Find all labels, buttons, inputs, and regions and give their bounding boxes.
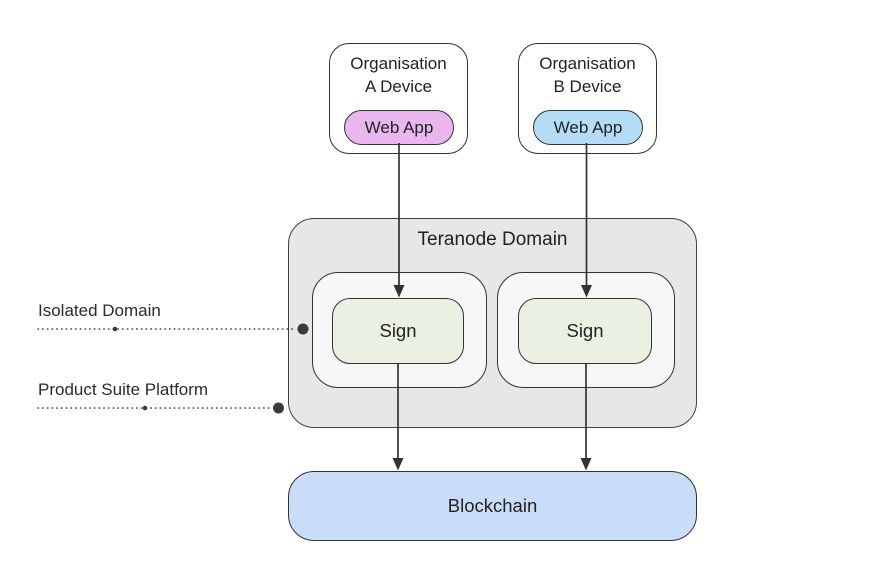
org-b-web-app-pill: Web App [533, 110, 643, 145]
teranode-domain-title: Teranode Domain [417, 229, 568, 250]
sign-b-label: Sign [566, 320, 604, 341]
arrow-signb-to-blockchain-head [580, 458, 592, 471]
leader-middot-product-suite [142, 405, 148, 411]
org-b-title-line2: B Device [553, 77, 622, 96]
blockchain-node: Blockchain [288, 471, 697, 541]
sign-a-label: Sign [379, 320, 417, 341]
leader-endpoint-product-suite [273, 402, 284, 414]
org-a-web-app-pill: Web App [344, 110, 454, 145]
blockchain-label: Blockchain [447, 495, 538, 516]
sign-node-a: Sign [332, 298, 464, 364]
org-b-title-line1: Organisation [539, 54, 636, 73]
sign-node-b: Sign [518, 298, 652, 364]
arrow-signa-to-blockchain-head [392, 458, 404, 471]
annotation-isolated-domain: Isolated Domain [38, 301, 161, 320]
org-a-title-line1: Organisation [350, 54, 447, 73]
org-b-web-app-label: Web App [553, 117, 623, 137]
leader-middot-isolated-domain [112, 326, 118, 332]
org-a-title-line2: A Device [364, 77, 433, 96]
annotation-product-suite-platform: Product Suite Platform [38, 380, 209, 399]
org-a-web-app-label: Web App [364, 117, 434, 137]
